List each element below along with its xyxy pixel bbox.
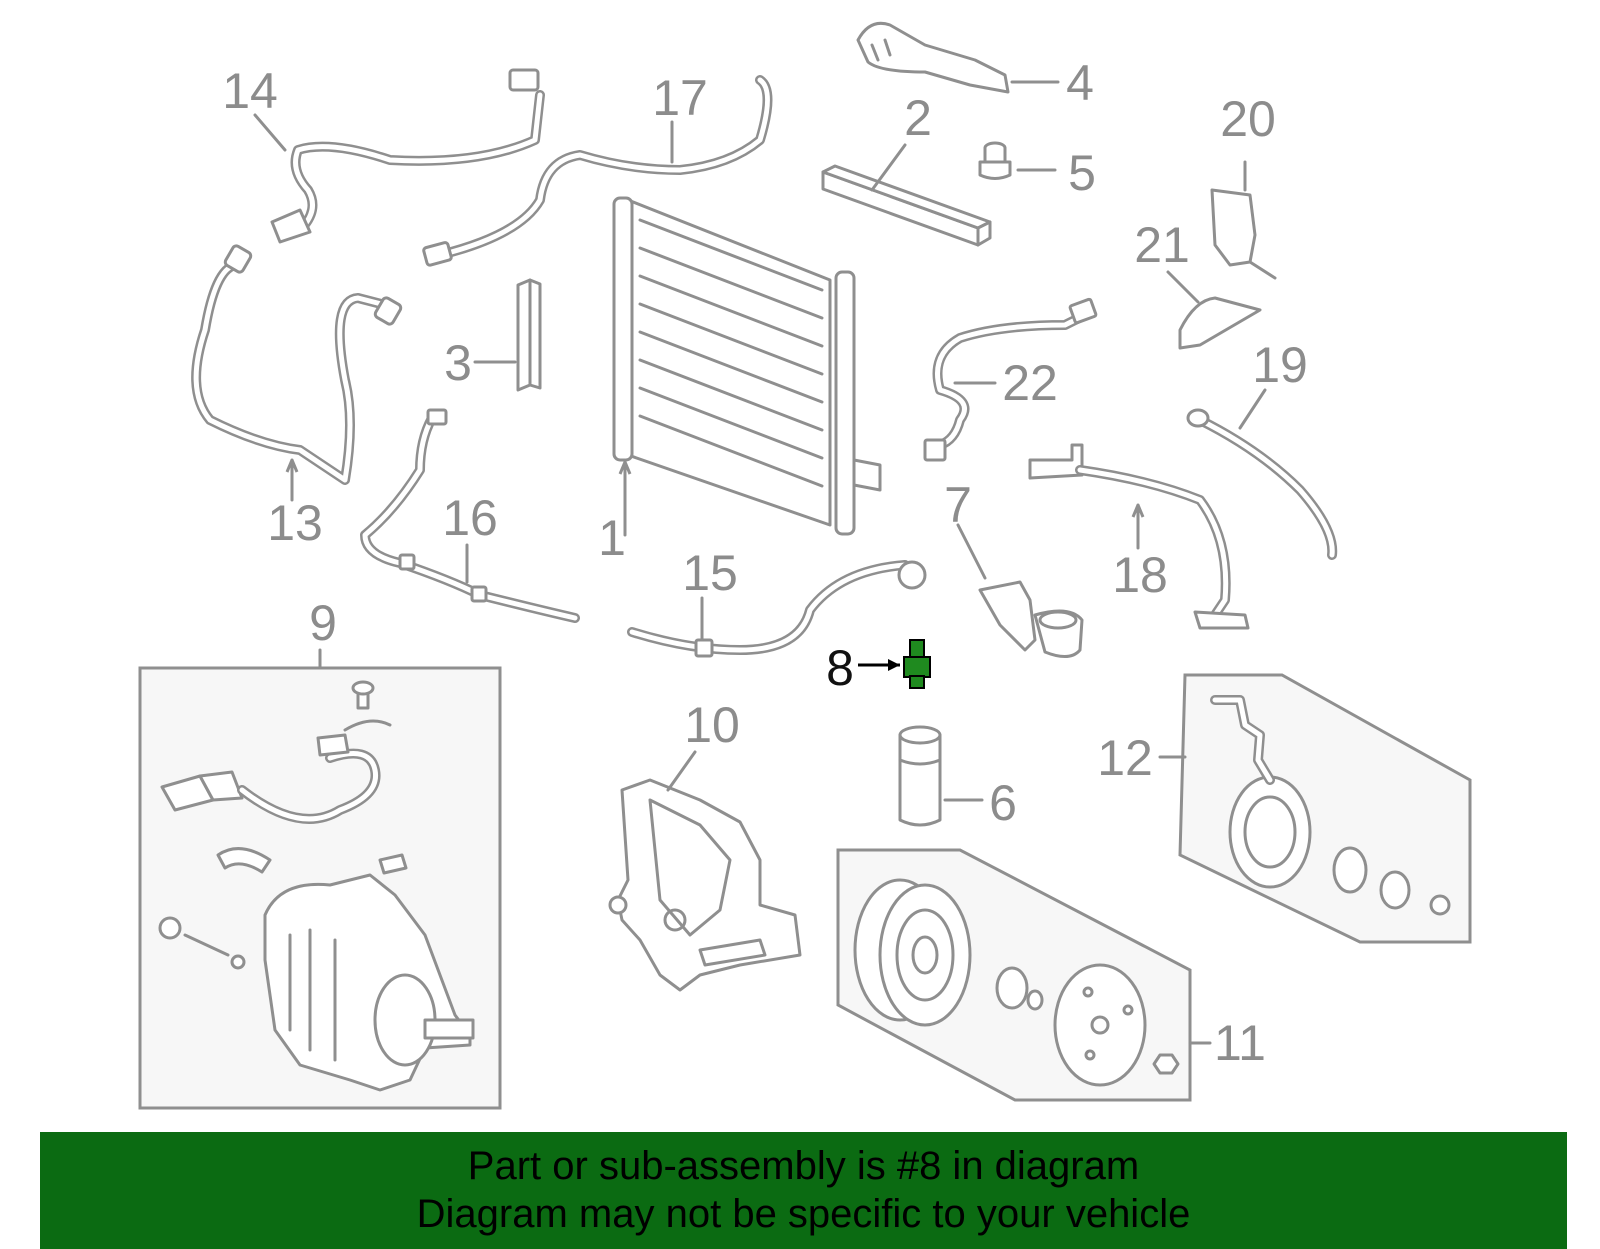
part-13-hose[interactable] — [191, 244, 403, 502]
callout-6: 6 — [989, 775, 1017, 831]
part-12-field-coil[interactable] — [1158, 673, 1472, 944]
callout-17: 17 — [652, 70, 708, 126]
callout-13: 13 — [267, 495, 323, 551]
callout-14: 14 — [222, 63, 278, 119]
callout-15: 15 — [682, 545, 738, 601]
part-22-hose[interactable] — [923, 297, 1098, 462]
part-21-bracket[interactable] — [1166, 270, 1262, 350]
part-16-pipe[interactable] — [360, 408, 580, 623]
part-8-pressure-switch[interactable] — [858, 639, 931, 689]
part-10-bracket[interactable] — [608, 750, 802, 992]
callout-19: 19 — [1252, 337, 1308, 393]
banner-line-1: Part or sub-assembly is #8 in diagram — [467, 1144, 1140, 1188]
part-9-compressor-assembly[interactable] — [138, 648, 502, 1110]
callout-2: 2 — [904, 90, 932, 146]
callout-22: 22 — [1002, 355, 1058, 411]
callout-8: 8 — [826, 640, 854, 696]
part-19-hose[interactable] — [1186, 388, 1338, 560]
callout-21: 21 — [1134, 217, 1190, 273]
part-20-bracket[interactable] — [1210, 160, 1277, 280]
part-1-condenser[interactable] — [612, 196, 882, 537]
part-14-hose[interactable] — [253, 68, 545, 244]
part-3-seal[interactable] — [473, 278, 542, 392]
callout-5: 5 — [1068, 145, 1096, 201]
banner-line-2: Diagram may not be specific to your vehi… — [416, 1192, 1191, 1236]
callout-4: 4 — [1066, 55, 1094, 111]
callout-20: 20 — [1220, 91, 1276, 147]
part-5-cap[interactable] — [978, 141, 1057, 180]
part-18-hose[interactable] — [1028, 443, 1250, 630]
part-7-bracket[interactable] — [956, 523, 1084, 658]
callout-16: 16 — [442, 490, 498, 546]
callout-10: 10 — [684, 697, 740, 753]
part-15-pipe[interactable] — [627, 560, 927, 658]
callout-11: 11 — [1214, 1015, 1266, 1071]
callout-12: 12 — [1097, 730, 1153, 786]
callout-9: 9 — [309, 595, 337, 651]
part-6-dryer[interactable] — [898, 725, 984, 827]
part-11-clutch-assembly[interactable] — [836, 848, 1212, 1102]
callout-1: 1 — [598, 510, 626, 566]
info-banner: Part or sub-assembly is #8 in diagram Di… — [40, 1132, 1567, 1249]
part-4-bracket[interactable] — [856, 21, 1060, 94]
callout-18: 18 — [1112, 547, 1168, 603]
part-2-seal[interactable] — [821, 143, 992, 247]
callout-7: 7 — [944, 477, 972, 533]
part-17-hose[interactable] — [422, 75, 773, 267]
callout-3: 3 — [444, 335, 472, 391]
